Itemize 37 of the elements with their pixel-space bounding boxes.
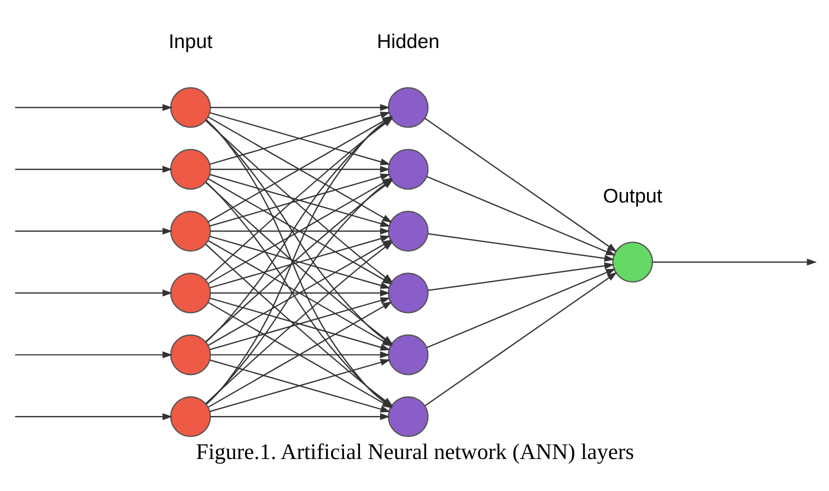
node-circle bbox=[387, 210, 428, 252]
arrow bbox=[427, 232, 614, 262]
arrow bbox=[426, 268, 616, 348]
arrow bbox=[14, 165, 172, 172]
arrow bbox=[210, 227, 390, 234]
node-circle bbox=[170, 148, 210, 190]
arrow bbox=[14, 289, 172, 296]
node-circle bbox=[612, 241, 653, 282]
arrow bbox=[209, 173, 390, 226]
arrow bbox=[210, 350, 390, 358]
arrow bbox=[427, 262, 614, 291]
arrow bbox=[210, 289, 390, 296]
arrow bbox=[210, 412, 390, 420]
arrow bbox=[210, 165, 390, 172]
caption: Figure.1. Artificial Neural network (ANN) layers bbox=[195, 438, 634, 464]
label: Input bbox=[168, 30, 212, 52]
node-circle bbox=[170, 396, 210, 437]
node-circle bbox=[387, 334, 428, 375]
label: Hidden bbox=[376, 30, 440, 52]
node-circle bbox=[387, 272, 428, 313]
node-circle bbox=[170, 86, 210, 128]
node-circle bbox=[387, 148, 428, 190]
arrow bbox=[426, 176, 616, 256]
arrow bbox=[652, 258, 816, 266]
arrow bbox=[210, 104, 390, 110]
node-circle bbox=[170, 334, 210, 375]
arrow bbox=[14, 412, 172, 420]
arrow bbox=[14, 227, 172, 234]
node-circle bbox=[170, 272, 210, 313]
arrow bbox=[424, 117, 617, 252]
arrow bbox=[424, 272, 617, 406]
label: Output bbox=[602, 184, 662, 207]
arrow bbox=[14, 104, 172, 110]
arrow bbox=[14, 350, 172, 358]
node-circle bbox=[170, 210, 210, 252]
node-circle bbox=[387, 396, 428, 437]
node-circle bbox=[387, 86, 428, 128]
